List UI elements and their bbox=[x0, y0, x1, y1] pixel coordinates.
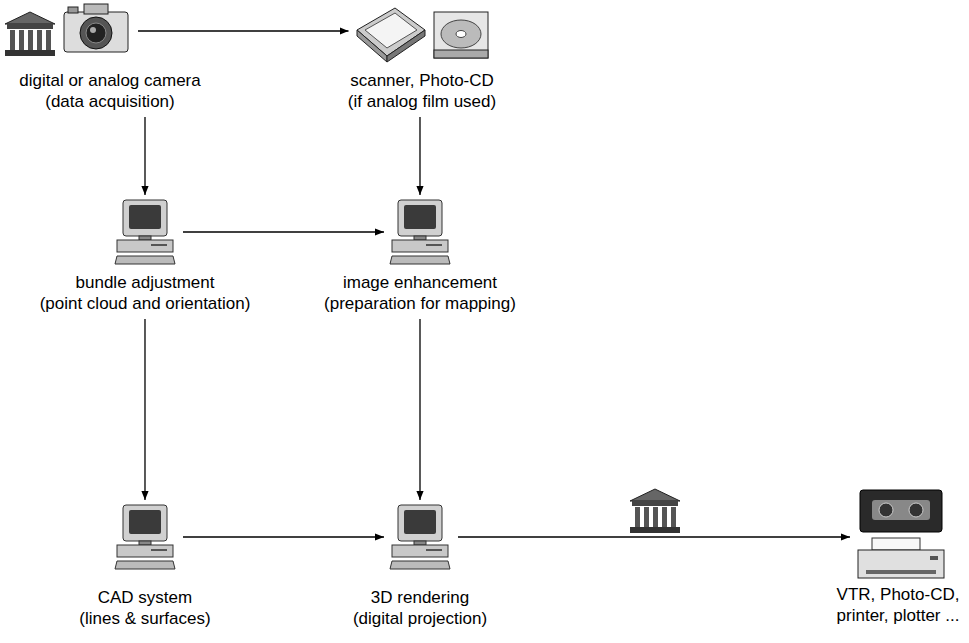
step-note: (if analog film used) bbox=[348, 91, 496, 112]
step-title: bundle adjustment bbox=[40, 272, 251, 293]
icon-area bbox=[115, 505, 175, 569]
icon-area bbox=[390, 505, 450, 569]
computer-icon bbox=[390, 200, 450, 264]
icon-area bbox=[355, 0, 490, 64]
flow-arrow bbox=[419, 117, 420, 195]
workflow-step: 3D rendering(digital projection) bbox=[353, 505, 487, 629]
step-note: (point cloud and orientation) bbox=[40, 293, 251, 314]
computer-icon bbox=[115, 505, 175, 569]
step-title: VTR, Photo-CD, printer, plotter ... bbox=[828, 584, 968, 626]
step-title: image enhancement bbox=[324, 272, 516, 293]
flow-arrow bbox=[183, 536, 384, 537]
printer-icon bbox=[858, 538, 944, 578]
flow-arrow bbox=[138, 30, 349, 31]
camera-icon bbox=[64, 4, 128, 52]
workflow-step: bundle adjustment(point cloud and orient… bbox=[40, 200, 251, 314]
step-note: (digital projection) bbox=[353, 608, 487, 629]
step-title: scanner, Photo-CD bbox=[348, 70, 496, 91]
icon-area bbox=[390, 200, 450, 264]
workflow-step: VTR, Photo-CD, printer, plotter ... bbox=[828, 490, 968, 626]
step-title: 3D rendering bbox=[353, 587, 487, 608]
step-note: (data acquisition) bbox=[19, 91, 200, 112]
step-title: digital or analog camera bbox=[19, 70, 200, 91]
building-icon bbox=[5, 12, 55, 56]
videotape-icon bbox=[860, 490, 942, 532]
icon-area bbox=[856, 490, 946, 580]
flow-arrow bbox=[183, 231, 384, 232]
building-icon bbox=[630, 489, 680, 533]
cd-drive-icon bbox=[434, 12, 488, 58]
icon-area bbox=[115, 200, 175, 264]
workflow-step: digital or analog camera(data acquisitio… bbox=[19, 2, 200, 112]
workflow-step: CAD system(lines & surfaces) bbox=[79, 505, 210, 629]
icon-area bbox=[5, 2, 130, 60]
workflow-step: image enhancement(preparation for mappin… bbox=[324, 200, 516, 314]
flow-arrow bbox=[144, 117, 145, 195]
scanner-icon bbox=[357, 8, 425, 62]
computer-icon bbox=[390, 505, 450, 569]
flow-arrow bbox=[144, 319, 145, 500]
workflow-step: scanner, Photo-CD(if analog film used) bbox=[348, 0, 496, 112]
computer-icon bbox=[115, 200, 175, 264]
step-title: CAD system bbox=[79, 587, 210, 608]
flow-arrow bbox=[419, 319, 420, 500]
step-note: (lines & surfaces) bbox=[79, 608, 210, 629]
step-note: (preparation for mapping) bbox=[324, 293, 516, 314]
flow-arrow bbox=[458, 536, 850, 537]
